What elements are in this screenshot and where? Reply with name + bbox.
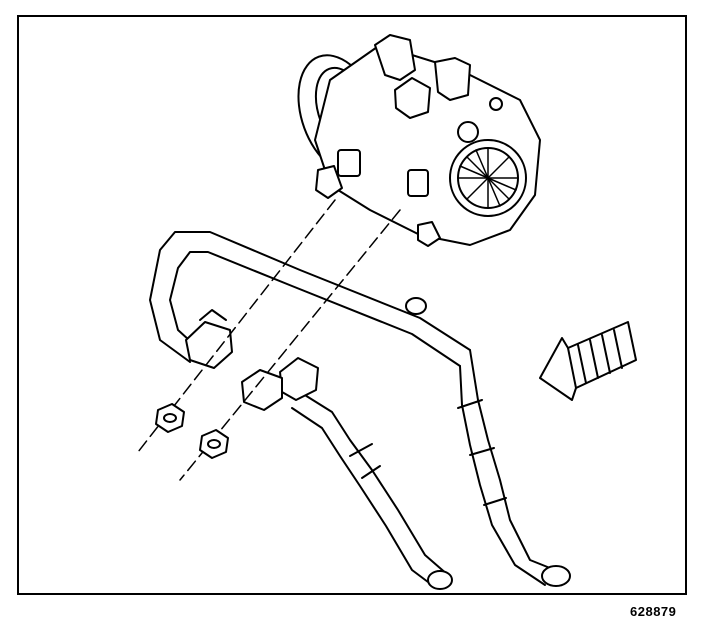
direction-arrow: [539, 321, 637, 401]
ac-compressor: [297, 34, 541, 247]
stud-center-lines: [137, 199, 401, 481]
discharge-hose: [149, 231, 571, 587]
nut-lower: [199, 429, 229, 459]
mounting-block-upper: [185, 309, 233, 369]
mounting-block-lower: [241, 369, 283, 411]
figure-number: 628879: [630, 604, 677, 619]
nut-upper: [155, 403, 185, 433]
suction-hose: [279, 357, 453, 590]
